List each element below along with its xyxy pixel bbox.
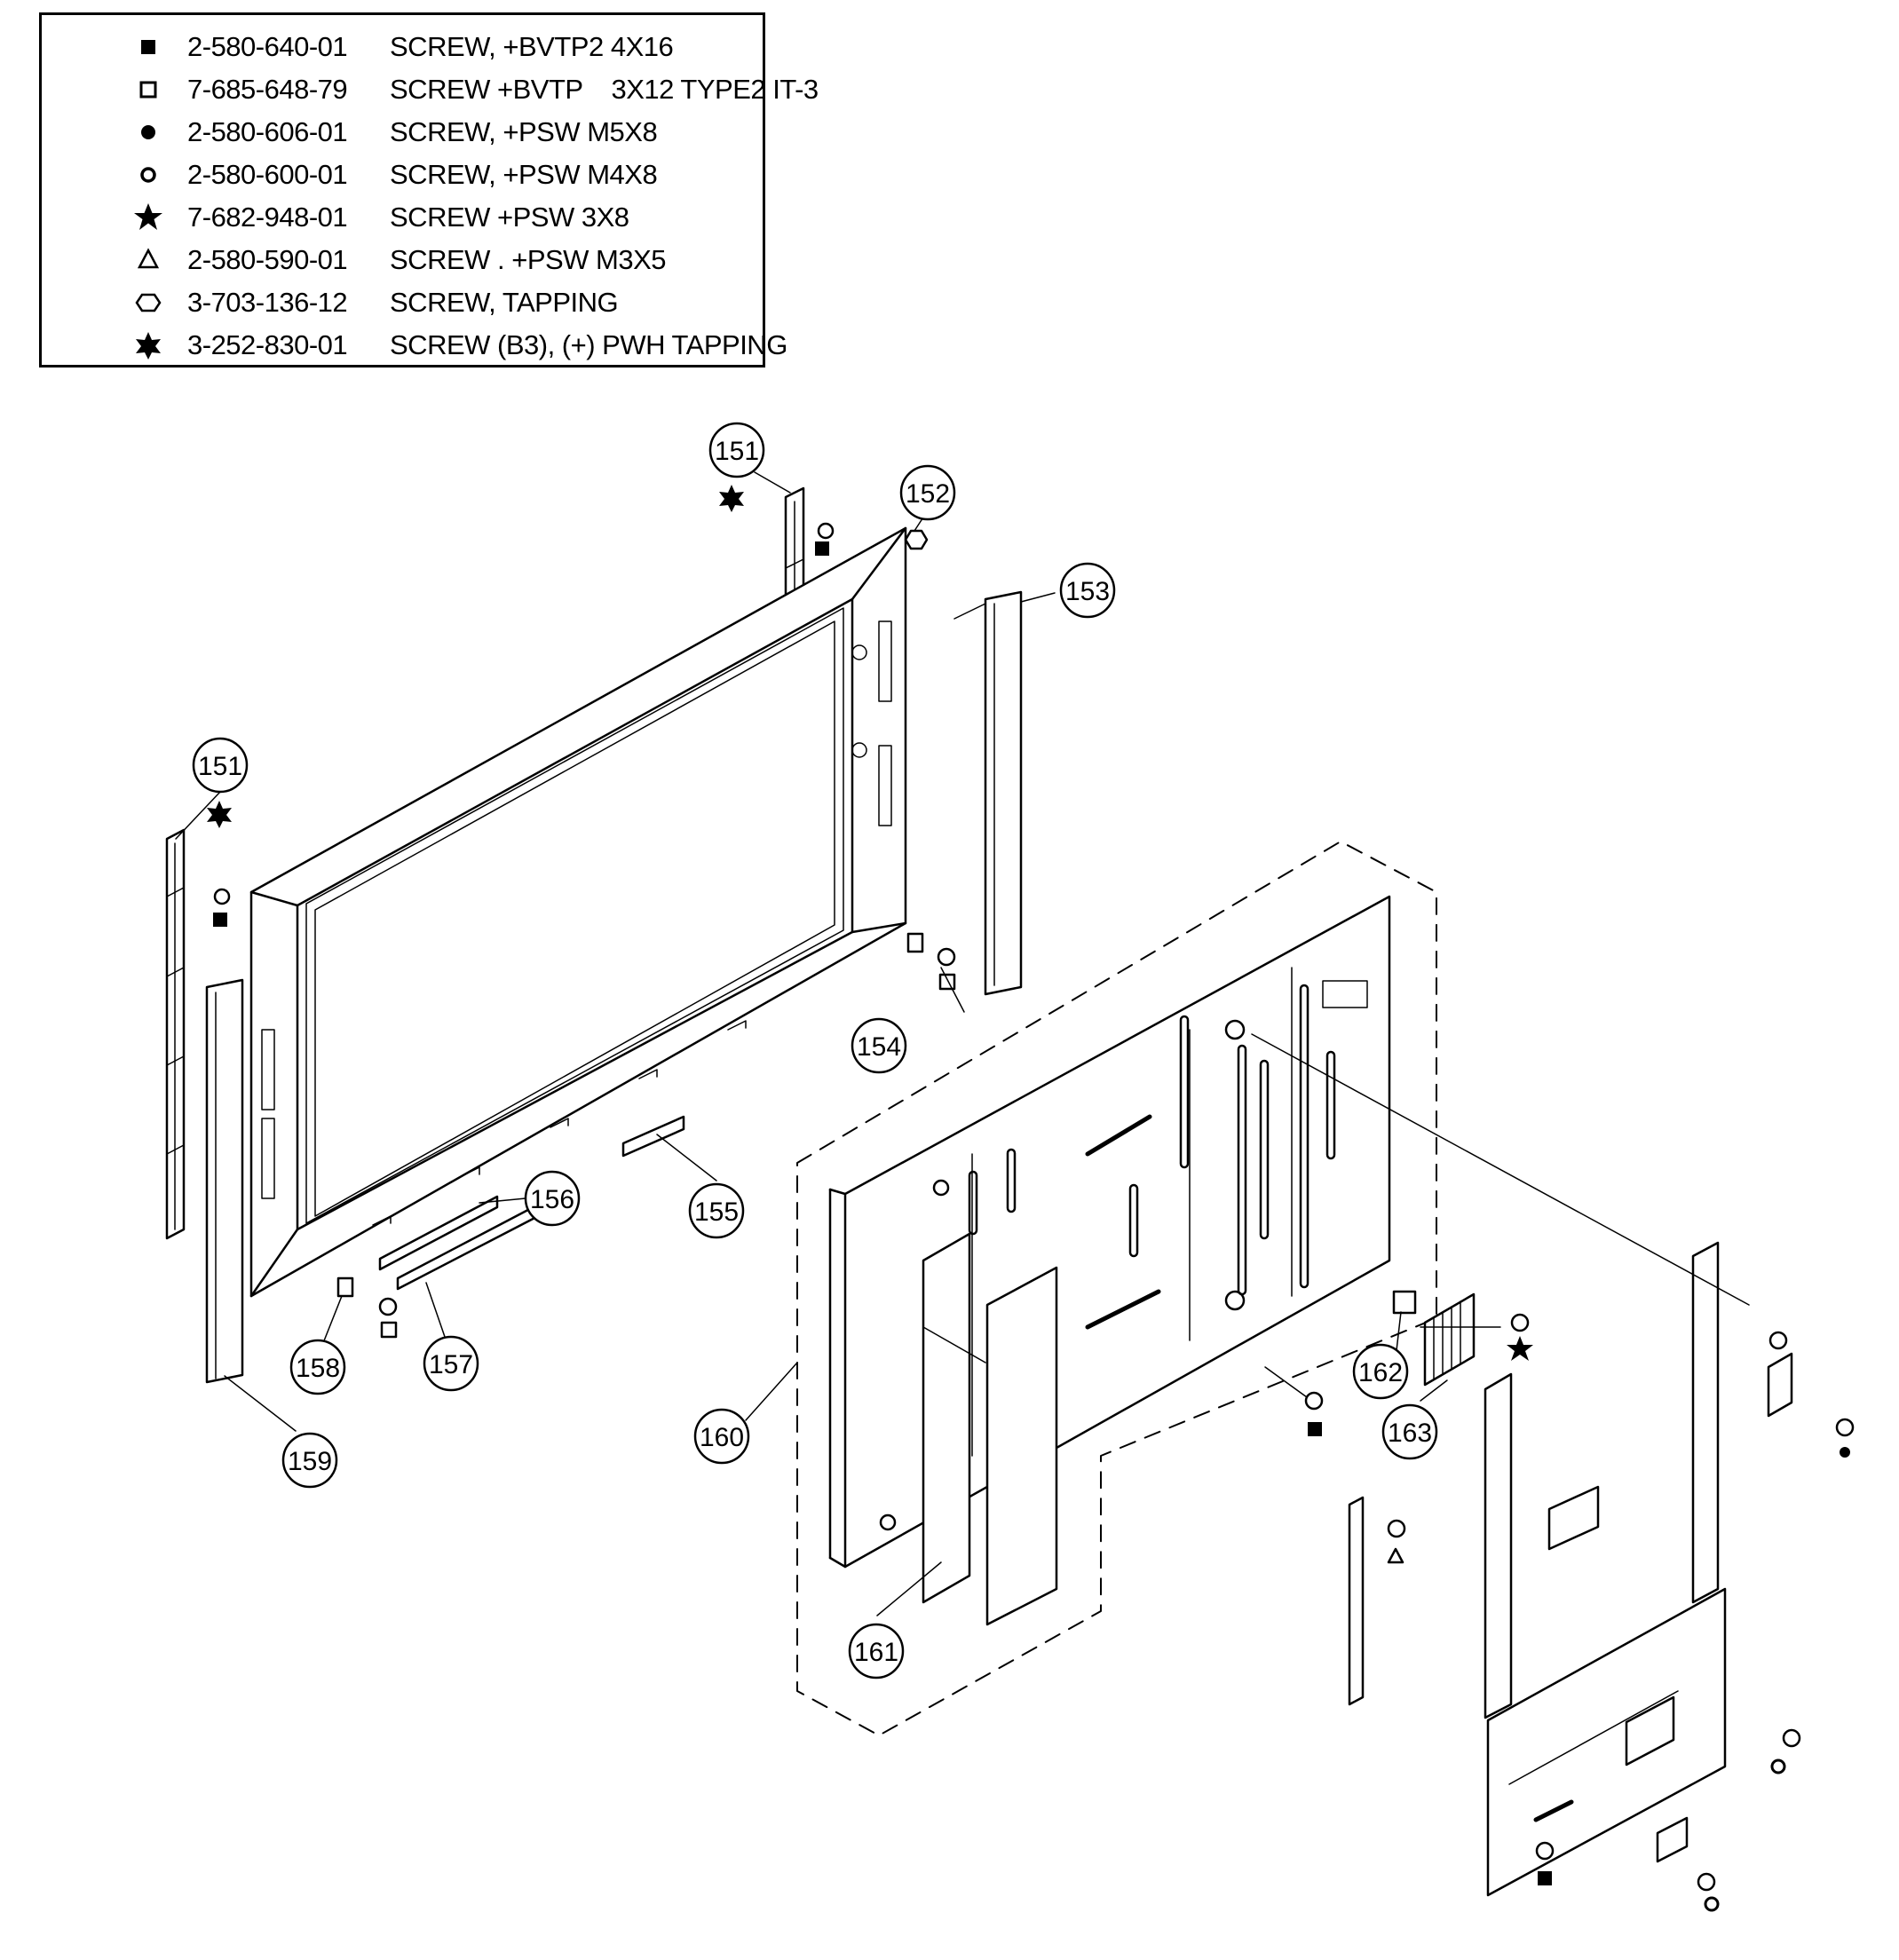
open-square-marker	[380, 1321, 398, 1339]
callout-156: 156	[524, 1170, 581, 1227]
legend-description: SCREW, +PSW M4X8	[390, 159, 658, 190]
six-point-star-icon	[136, 332, 161, 360]
callout-158: 158	[289, 1339, 346, 1395]
callout-151-right: 151	[708, 422, 765, 478]
filled-star-icon	[134, 203, 162, 230]
part-158-bracket	[336, 1276, 398, 1316]
legend-row: 7-685-648-79 SCREW +BVTP 3X12 TYPE2 IT-3	[42, 68, 819, 111]
six-point-star-marker	[207, 801, 232, 828]
legend-part-number: 2-580-640-01	[187, 31, 348, 62]
callout-162: 162	[1352, 1343, 1409, 1400]
part-151-left-rail	[165, 828, 186, 1240]
leader-lines	[175, 471, 1750, 1616]
svg-text:151: 151	[715, 437, 759, 466]
assembly-160-dashed-outline	[796, 841, 1437, 1736]
callout-155: 155	[688, 1182, 745, 1239]
open-triangle-icon	[137, 248, 160, 269]
open-circle-marker	[1704, 1896, 1720, 1912]
part-157-strip	[396, 1201, 543, 1291]
legend-row: 2-580-600-01 SCREW, +PSW M4X8	[42, 154, 763, 196]
legend-row: 2-580-590-01 SCREW . +PSW M3X5	[42, 239, 763, 281]
legend-part-number: 2-580-600-01	[187, 159, 348, 190]
legend-description: SCREW . +PSW M3X5	[390, 244, 667, 275]
legend-row: 2-580-606-01 SCREW, +PSW M5X8	[42, 111, 763, 154]
legend-description: SCREW (B3), (+) PWH TAPPING	[390, 329, 787, 360]
small-bracket	[1348, 1496, 1365, 1706]
legend-row: 3-703-136-12 SCREW, TAPPING	[42, 281, 763, 324]
legend-part-number: 2-580-606-01	[187, 116, 348, 147]
callout-160: 160	[693, 1408, 750, 1465]
part-162-pad	[1392, 1290, 1417, 1315]
part-160-chassis	[828, 895, 1391, 1569]
legend-part-number: 3-252-830-01	[187, 329, 348, 360]
filled-square-icon	[141, 40, 155, 54]
callout-154: 154	[851, 1017, 907, 1074]
filled-circle-marker	[1840, 1447, 1850, 1458]
svg-text:157: 157	[429, 1350, 473, 1379]
filled-square-marker	[815, 541, 829, 556]
legend-part-number: 7-682-948-01	[187, 202, 348, 233]
legend-row: 7-682-948-01 SCREW +PSW 3X8	[42, 196, 763, 239]
part-159-side-cover	[205, 978, 244, 1384]
svg-text:162: 162	[1358, 1358, 1403, 1387]
legend-row: 3-252-830-01 SCREW (B3), (+) PWH TAPPING	[42, 324, 787, 367]
part-155-plate	[621, 1115, 685, 1158]
legend-part-number: 7-685-648-79	[187, 74, 348, 105]
callout-153: 153	[1059, 562, 1116, 619]
open-hexagon-icon	[135, 293, 162, 312]
legend-part-number: 2-580-590-01	[187, 244, 348, 275]
svg-text:161: 161	[854, 1638, 898, 1667]
filled-square-marker	[1538, 1871, 1552, 1885]
legend-description: SCREW, +BVTP2 4X16	[390, 31, 674, 62]
legend-part-number: 3-703-136-12	[187, 287, 348, 318]
part-163-heatsink	[1423, 1292, 1476, 1387]
svg-text:163: 163	[1388, 1419, 1432, 1448]
svg-text:155: 155	[694, 1197, 739, 1227]
callout-163: 163	[1381, 1403, 1438, 1460]
screw-legend: 2-580-640-01 SCREW, +BVTP2 4X16 7-685-64…	[39, 12, 819, 368]
svg-text:159: 159	[288, 1447, 332, 1476]
legend-description: SCREW, TAPPING	[390, 287, 619, 318]
callout-157: 157	[423, 1335, 479, 1392]
front-bezel-frame	[213, 522, 907, 1298]
open-circle-marker	[1770, 1758, 1786, 1774]
legend-description: SCREW, +PSW M5X8	[390, 116, 658, 147]
open-triangle-marker	[1387, 1547, 1404, 1564]
part-161-board	[922, 1232, 1058, 1626]
open-hexagon-marker	[904, 529, 929, 550]
open-square-icon	[139, 81, 157, 99]
right-stand-assembly	[1484, 1241, 1793, 1897]
svg-text:154: 154	[857, 1032, 901, 1062]
part-153-side-cover	[953, 590, 1023, 996]
callout-151-left: 151	[192, 737, 249, 794]
callout-152: 152	[899, 464, 956, 521]
part-156-strip	[378, 1195, 499, 1271]
open-square-marker	[938, 973, 956, 991]
filled-square-marker	[213, 913, 227, 927]
open-circle-icon	[140, 167, 156, 183]
filled-square-marker	[1308, 1422, 1322, 1436]
svg-text:158: 158	[296, 1354, 340, 1383]
callout-161: 161	[848, 1623, 905, 1679]
filled-star-marker	[1507, 1336, 1533, 1361]
six-point-star-marker	[719, 485, 744, 512]
legend-description: SCREW +BVTP 3X12 TYPE2 IT-3	[390, 74, 819, 105]
svg-text:156: 156	[530, 1185, 574, 1214]
part-154-bracket	[906, 932, 956, 967]
filled-circle-icon	[141, 125, 155, 139]
svg-text:160: 160	[700, 1423, 744, 1452]
legend-description: SCREW +PSW 3X8	[390, 202, 629, 233]
svg-text:151: 151	[198, 752, 242, 781]
svg-text:153: 153	[1065, 577, 1110, 606]
legend-row: 2-580-640-01 SCREW, +BVTP2 4X16	[42, 26, 763, 68]
callout-159: 159	[281, 1432, 338, 1489]
svg-text:152: 152	[906, 479, 950, 509]
